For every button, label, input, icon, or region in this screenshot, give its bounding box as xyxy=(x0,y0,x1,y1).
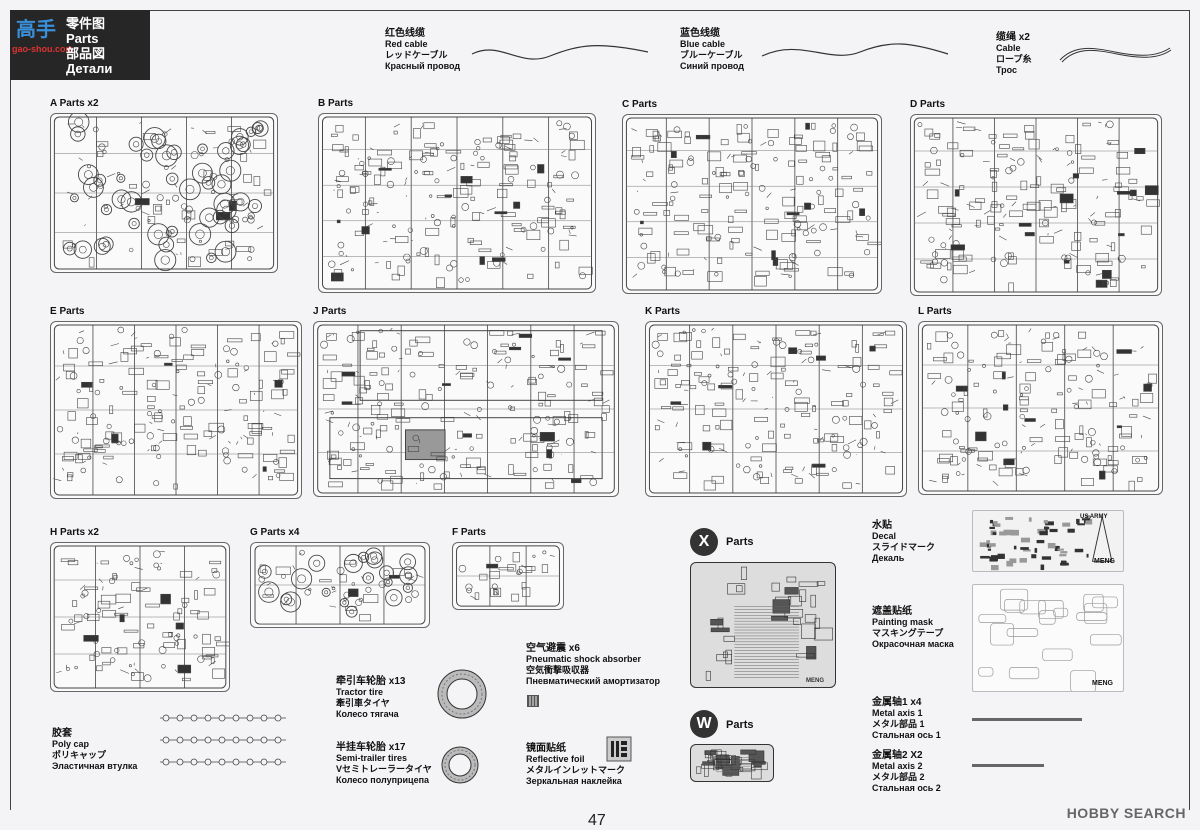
header-title-zh: 零件图 xyxy=(66,16,105,31)
header-block: 高手 gao-shou.com 零件图 Parts 部品図 Детали xyxy=(10,10,150,80)
metal-axis-2-drawing xyxy=(972,764,1044,767)
sprue-g-frame xyxy=(250,542,430,628)
cable-drawing xyxy=(1055,40,1175,70)
sprue-f-frame xyxy=(452,542,564,610)
sprue-e-frame xyxy=(50,321,302,499)
etch-x-label: Parts xyxy=(726,536,754,548)
watermark-text: HOBBY SEARCH xyxy=(1067,805,1186,821)
sprue-d-frame xyxy=(910,114,1162,296)
tractor-tire-drawing xyxy=(436,668,488,720)
header-title-ja: 部品図 xyxy=(66,46,105,61)
sprue-j-frame xyxy=(313,321,619,497)
metal-axis-1-drawing xyxy=(972,718,1082,721)
frame-top-line xyxy=(150,10,1190,11)
frame-left-line xyxy=(10,80,11,810)
etch-w-label: Parts xyxy=(726,719,754,731)
red-cable-drawing xyxy=(470,38,650,68)
sprue-b-frame xyxy=(318,113,596,293)
sprue-c-label: C Parts xyxy=(622,99,657,110)
etch-w-fret xyxy=(690,744,774,782)
etch-x-fret xyxy=(690,562,836,688)
sprue-a-label: A Parts x2 xyxy=(50,98,99,109)
sprue-c-frame xyxy=(622,114,882,294)
sprue-l-frame xyxy=(918,321,1163,495)
site-logo-icon: 高手 xyxy=(14,14,58,44)
header-title-ru: Детали xyxy=(66,61,112,76)
reflective-foil-drawing xyxy=(606,736,632,762)
sprue-a-frame xyxy=(50,113,278,273)
site-logo-text: gao-shou.com xyxy=(12,44,74,54)
sprue-b-label: B Parts xyxy=(318,98,353,109)
etch-w-badge: W xyxy=(690,710,718,738)
frame-right-line xyxy=(1189,10,1190,810)
mask-sheet-logo: MENG xyxy=(1092,680,1113,687)
etch-x-meng-mark: MENG xyxy=(806,678,824,684)
sprue-k-frame xyxy=(645,321,907,497)
sprue-k-label: K Parts xyxy=(645,306,680,317)
sprue-f-label: F Parts xyxy=(452,527,486,538)
etch-x-badge: X xyxy=(690,528,718,556)
sprue-l-label: L Parts xyxy=(918,306,952,317)
decal-sheet-logo: MENG xyxy=(1094,558,1115,565)
header-title-en: Parts xyxy=(66,31,99,46)
mask-sheet xyxy=(972,584,1124,692)
sprue-h-frame xyxy=(50,542,230,692)
sprue-j-label: J Parts xyxy=(313,306,346,317)
shock-absorber-drawing xyxy=(526,694,540,708)
semi-tire-drawing xyxy=(440,745,480,785)
blue-cable-drawing xyxy=(760,36,950,66)
svg-text:高手: 高手 xyxy=(16,17,56,41)
sprue-d-label: D Parts xyxy=(910,99,945,110)
decal-sheet-text: US ARMY xyxy=(1080,514,1107,520)
sprue-g-label: G Parts x4 xyxy=(250,527,299,538)
sprue-e-label: E Parts xyxy=(50,306,84,317)
poly-cap-drawing xyxy=(158,708,288,772)
page-number: 47 xyxy=(588,812,606,830)
sprue-h-label: H Parts x2 xyxy=(50,527,99,538)
